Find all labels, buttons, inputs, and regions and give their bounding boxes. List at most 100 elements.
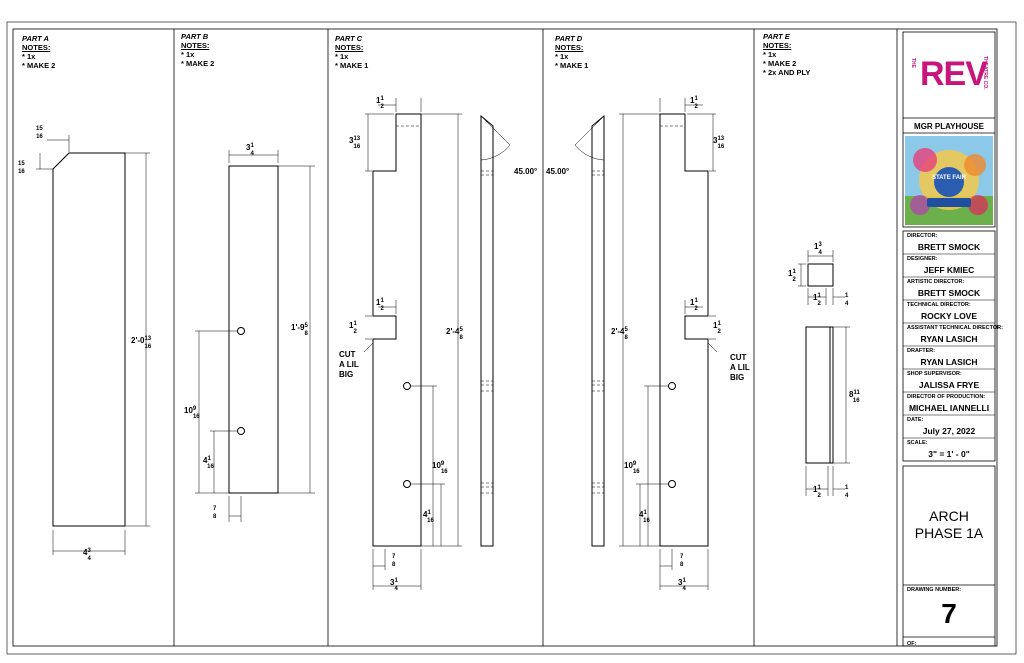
dim-denominator: 16 — [427, 518, 434, 524]
part-c-side — [480, 114, 494, 547]
part-c-shape — [372, 113, 494, 547]
dim-whole: 1 — [690, 96, 695, 105]
dim-whole: 10 — [624, 461, 633, 470]
dim-denominator: 4 — [250, 151, 254, 157]
note-line: * MAKE 2 — [22, 61, 56, 70]
callout-c-line2: A LIL — [339, 360, 359, 369]
notes-label: NOTES: — [555, 43, 584, 52]
part-e-header: PART E NOTES: * 1x * MAKE 2 * 2x AND PLY — [763, 32, 810, 77]
note-line: * 1x — [555, 52, 569, 61]
note-line: * 1x — [181, 50, 195, 59]
dim-whole: 3 — [246, 143, 251, 152]
dim-denominator: 2 — [353, 329, 357, 335]
part-title: PART E — [763, 32, 790, 41]
dim-whole: 2'-4 — [611, 327, 625, 336]
dim-denominator: 8 — [392, 562, 396, 568]
of-label: OF: — [907, 641, 917, 647]
dim-denominator: 16 — [18, 169, 25, 175]
part-title: PART C — [335, 34, 363, 43]
logo-left-text: THE — [910, 58, 916, 68]
dimension-d-hole-upper: 109 16 — [624, 461, 640, 475]
note-line: * 1x — [763, 50, 777, 59]
dim-whole: 1 — [349, 321, 354, 330]
part-b-shape — [228, 165, 279, 494]
credit-value: 3" = 1' - 0" — [928, 449, 970, 459]
dim-numerator: 13 — [144, 336, 151, 342]
dim-denominator: 16 — [633, 469, 640, 475]
hole — [403, 480, 411, 488]
drawing-number-label: DRAWING NUMBER: — [907, 587, 962, 593]
credit-value: RYAN LASICH — [920, 334, 978, 344]
dim-whole: 8 — [849, 390, 854, 399]
part-a-shape — [52, 152, 126, 527]
dim-denominator: 16 — [145, 344, 152, 350]
credit-label: ARTISTIC DIRECTOR: — [907, 279, 965, 285]
credit-label: TECHNICAL DIRECTOR: — [907, 302, 971, 308]
callout-c-line3: BIG — [339, 370, 353, 379]
dim-denominator: 2 — [717, 329, 721, 335]
dim-whole: 1 — [713, 321, 718, 330]
dim-numerator: 5 — [624, 327, 628, 333]
dim-whole: 4 — [83, 548, 88, 557]
notes-label: NOTES: — [335, 43, 364, 52]
dim-denominator: 16 — [193, 414, 200, 420]
inner-border — [12, 28, 998, 647]
dim-whole: 1 — [690, 298, 695, 307]
notes-label: NOTES: — [22, 43, 51, 52]
dim-denominator: 8 — [305, 331, 309, 337]
dim-whole: 1 — [376, 298, 381, 307]
dim-numerator: 7 — [680, 554, 684, 560]
poster-title: STATE FAIR — [931, 175, 967, 181]
angle-label-c: 45.00° — [514, 167, 537, 176]
notes-label: NOTES: — [763, 41, 792, 50]
dim-numerator: 3 — [818, 242, 822, 248]
note-line: * 1x — [22, 52, 36, 61]
note-line: * MAKE 2 — [763, 59, 797, 68]
credit-label: SCALE: — [907, 440, 928, 446]
dim-denominator: 16 — [441, 469, 448, 475]
dim-numerator: 15 — [18, 161, 25, 167]
outer-border — [6, 21, 1017, 655]
part-d-side — [591, 114, 605, 547]
dim-whole: 1 — [788, 269, 793, 278]
dim-denominator: 2 — [380, 104, 384, 110]
note-line: * 1x — [335, 52, 349, 61]
credit-value: ROCKY LOVE — [920, 311, 978, 321]
dim-numerator: 1 — [380, 96, 384, 102]
dim-numerator: 1 — [845, 293, 849, 299]
dim-denominator: 16 — [207, 464, 214, 470]
dim-numerator: 3 — [87, 548, 91, 554]
dim-denominator: 4 — [394, 586, 398, 592]
dim-whole: 1'-9 — [291, 323, 305, 332]
callout-c-line1: CUT — [339, 350, 356, 359]
dim-numerator: 9 — [633, 461, 637, 467]
note-line: * MAKE 1 — [555, 61, 589, 70]
dim-numerator: 1 — [817, 485, 821, 491]
dim-numerator: 1 — [207, 456, 211, 462]
title-box-top — [902, 31, 996, 228]
part-b-header: PART B NOTES: * 1x * MAKE 2 — [181, 32, 214, 68]
dim-denominator: 16 — [643, 518, 650, 524]
drawing-title-line2: PHASE 1A — [914, 525, 984, 541]
dim-whole: 10 — [432, 461, 441, 470]
dim-numerator: 1 — [792, 269, 796, 275]
drawing-number: 7 — [941, 598, 957, 629]
dim-whole: 2'-0 — [131, 336, 145, 345]
logo-main-text: REV — [920, 55, 988, 93]
dim-numerator: 1 — [643, 510, 647, 516]
note-line: * 2x AND PLY — [763, 68, 811, 77]
dim-whole: 4 — [639, 510, 644, 519]
